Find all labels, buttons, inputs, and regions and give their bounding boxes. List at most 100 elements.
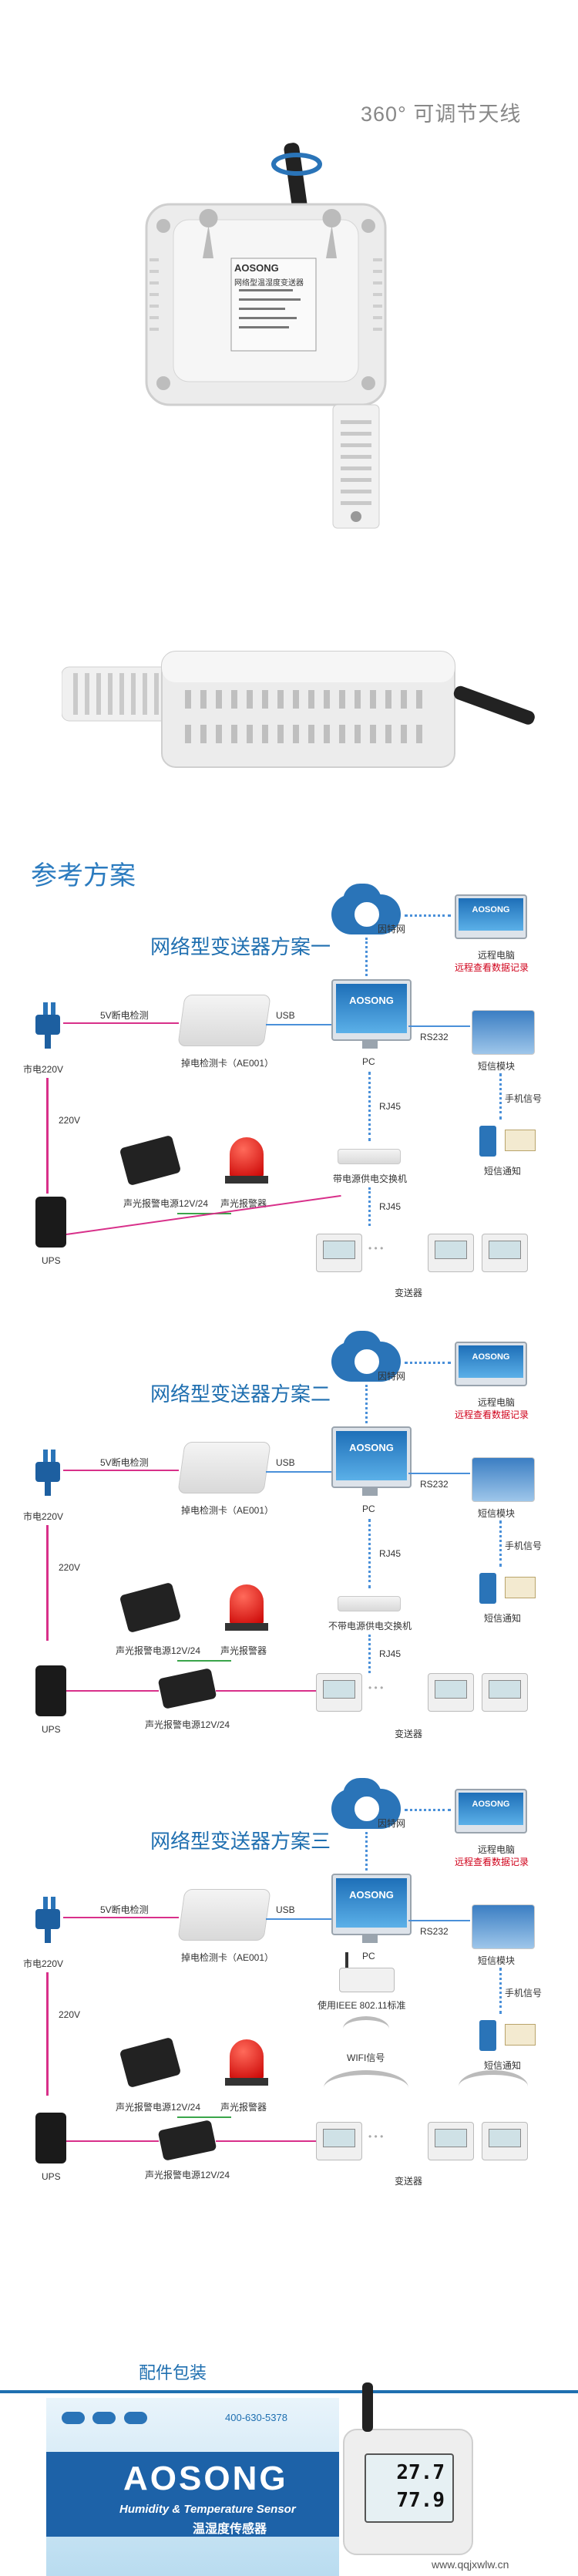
alarm-light-icon <box>230 1584 264 1625</box>
pc-label: PC <box>362 1951 375 1961</box>
transmitter-1 <box>316 2122 362 2160</box>
globe-icon <box>353 1795 381 1823</box>
transmitter-1 <box>316 1673 362 1712</box>
rj45-b-label: RJ45 <box>379 1201 402 1212</box>
alarm-power-label-2: 声光报警电源12V/24 <box>145 1719 230 1730</box>
sms-module-label: 短信模块 <box>478 1061 516 1072</box>
antenna-caption: 360° 可调节天线 <box>361 103 522 126</box>
power-detect-card <box>177 1442 271 1493</box>
alarm-power-adapter <box>119 1581 182 1634</box>
scheme-2: 因特网 网络型变送器方案二 AOSONG 远程电脑 远程查看数据记录 市电220… <box>0 1331 578 1773</box>
detect-label: 5V断电检测 <box>100 1010 149 1021</box>
lcd-bottom-value: 77.9 <box>396 2489 445 2512</box>
detect-label: 5V断电检测 <box>100 1457 149 1468</box>
alarm-light-icon <box>230 1137 264 1177</box>
envelope-icon <box>505 1577 536 1598</box>
remote-monitor: AOSONG <box>455 1789 527 1834</box>
usb-label: USB <box>276 1457 295 1468</box>
alarm-label: 声光报警器 <box>220 1645 267 1656</box>
alarm-power-label: 声光报警电源12V/24 <box>123 1198 209 1209</box>
sms-module-label: 短信模块 <box>478 1955 516 1966</box>
transmitter-3 <box>482 1234 528 1272</box>
router-label: 使用IEEE 802.11标准 <box>318 2000 406 2011</box>
remote-monitor: AOSONG <box>455 1342 527 1386</box>
usb-label: USB <box>276 1904 295 1915</box>
ups-label: UPS <box>42 2171 61 2182</box>
mains-label: 市电220V <box>23 1958 64 1969</box>
sms-module <box>472 1010 535 1055</box>
pc-label: PC <box>362 1504 375 1514</box>
alarm-light-icon <box>230 2039 264 2079</box>
product-side-view <box>62 651 535 768</box>
accessories-heading: 配件包装 <box>139 2363 207 2382</box>
rj45-b-label: RJ45 <box>379 1648 402 1659</box>
wifi-router <box>339 1968 395 1992</box>
package-device: 27.7 77.9 <box>343 2429 473 2555</box>
transmitter-label: 变送器 <box>395 1729 423 1739</box>
internet-label: 因特网 <box>378 1818 406 1829</box>
power-detect-card <box>177 995 271 1046</box>
phone-signal-label: 手机信号 <box>505 1093 543 1104</box>
mains-label: 市电220V <box>23 1511 64 1522</box>
mains-label: 市电220V <box>23 1064 64 1075</box>
globe-icon <box>353 1348 381 1376</box>
rs232-label: RS232 <box>420 1032 449 1042</box>
envelope-icon <box>505 2024 536 2046</box>
watermark: www.qqjxwlw.cn <box>432 2558 509 2571</box>
sms-notice-label: 短信通知 <box>484 1613 522 1624</box>
rs232-label: RS232 <box>420 1926 449 1937</box>
pc-label: PC <box>362 1056 375 1067</box>
rs232-label: RS232 <box>420 1479 449 1490</box>
rj45-a-label: RJ45 <box>379 1101 402 1112</box>
card-label: 掉电检测卡（AE001） <box>181 1058 274 1069</box>
ups-device <box>35 1665 66 1716</box>
internet-label: 因特网 <box>378 924 406 934</box>
remote-note-label: 远程查看数据记录 <box>455 1409 529 1420</box>
internet-label: 因特网 <box>378 1371 406 1382</box>
network-switch <box>338 1149 401 1164</box>
wifi-waves-icon <box>324 2070 408 2106</box>
v220-label: 220V <box>59 1562 81 1573</box>
transmitter-3 <box>482 2122 528 2160</box>
transmitter-label: 变送器 <box>395 2176 423 2187</box>
package-box: 400-630-5378 AOSONG Humidity & Temperatu… <box>46 2398 339 2576</box>
alarm-power-adapter-2 <box>157 2120 217 2161</box>
phone-signal-label: 手机信号 <box>505 1541 543 1551</box>
remote-note-label: 远程查看数据记录 <box>455 962 529 973</box>
sms-module <box>472 1904 535 1949</box>
cert-icons <box>62 2412 154 2426</box>
phone-icon <box>479 2020 496 2051</box>
accessories-divider <box>0 2390 578 2393</box>
package-subtitle-en: Humidity & Temperature Sensor <box>119 2503 296 2516</box>
power-plug-icon <box>32 1897 63 1943</box>
power-plug-icon <box>32 1002 63 1049</box>
wifi-label: WIFI信号 <box>347 2052 385 2063</box>
ups-device <box>35 1197 66 1248</box>
scheme-title: 网络型变送器方案一 <box>150 935 331 958</box>
transmitter-1 <box>316 1234 362 1272</box>
lcd-top-value: 27.7 <box>396 2461 445 2484</box>
reference-heading: 参考方案 <box>31 861 136 891</box>
phone-icon <box>479 1573 496 1604</box>
rj45-a-label: RJ45 <box>379 1548 402 1559</box>
sms-notice-label: 短信通知 <box>484 1166 522 1177</box>
pc-monitor: AOSONG <box>331 1874 412 1935</box>
globe-icon <box>353 901 381 928</box>
transmitter-3 <box>482 1673 528 1712</box>
power-plug-icon <box>32 1450 63 1496</box>
sms-notice-label: 短信通知 <box>484 2060 522 2071</box>
alarm-power-label-2: 声光报警电源12V/24 <box>145 2170 230 2180</box>
pc-monitor: AOSONG <box>331 1426 412 1488</box>
wifi-waves-icon <box>343 2016 389 2042</box>
alarm-power-label: 声光报警电源12V/24 <box>116 1645 201 1656</box>
sms-module <box>472 1457 535 1502</box>
wifi-waves-icon <box>459 2070 528 2103</box>
alarm-power-adapter <box>119 2036 182 2089</box>
scheme-title: 网络型变送器方案三 <box>150 1830 331 1853</box>
package-subtitle-cn: 温湿度传感器 <box>193 2523 267 2536</box>
remote-pc-label: 远程电脑 <box>478 950 516 961</box>
v220-label: 220V <box>59 2009 81 2020</box>
remote-monitor: AOSONG <box>455 894 527 939</box>
phone-signal-label: 手机信号 <box>505 1988 543 1999</box>
envelope-icon <box>505 1130 536 1151</box>
